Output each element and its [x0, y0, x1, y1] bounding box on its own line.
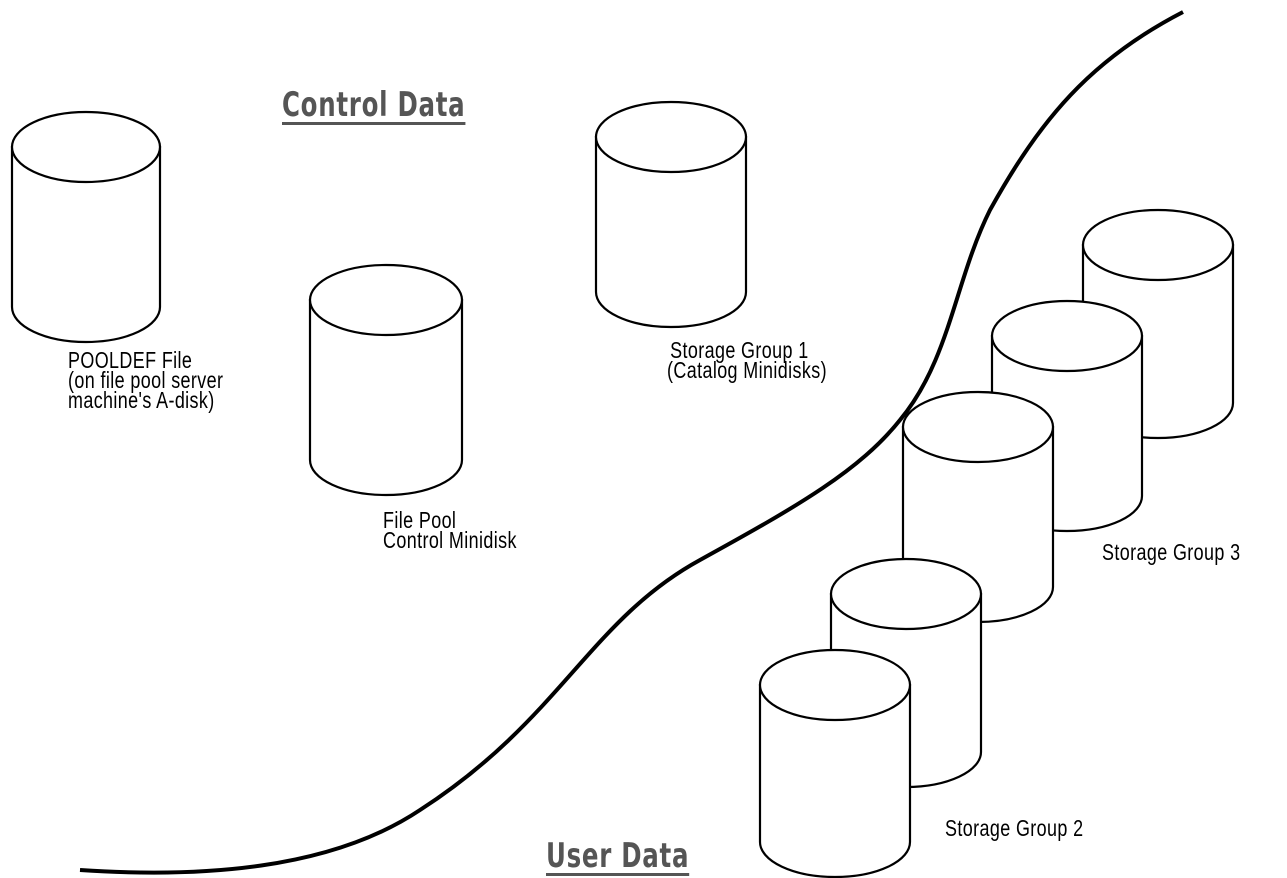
data-divider-curve — [79, 10, 1184, 875]
storage-group-1-label: Storage Group 1 (Catalog Minidisks) — [667, 337, 827, 383]
control-minidisk-label-line-1: File Pool — [383, 507, 457, 533]
storage-group-1-label-line-1: Storage Group 1 — [670, 337, 809, 363]
user-data-heading: User Data — [546, 836, 690, 876]
control-minidisk-label-line-2: Control Minidisk — [383, 527, 517, 553]
pooldef-label-line-3: machine's A-disk) — [68, 387, 215, 413]
control-minidisk-cylinder — [308, 263, 464, 497]
storage-group-2-label: Storage Group 2 — [945, 815, 1084, 841]
storage-group-1-cylinder — [594, 100, 748, 329]
pooldef-file-cylinder — [10, 110, 162, 344]
control-minidisk-label: File Pool Control Minidisk — [383, 507, 517, 553]
pooldef-file-label: POOLDEF File (on file pool server machin… — [68, 347, 224, 413]
storage-group-3-label: Storage Group 3 — [1102, 539, 1241, 565]
storage-group-1-label-line-2: (Catalog Minidisks) — [667, 357, 827, 383]
pooldef-label-line-1: POOLDEF File — [68, 347, 193, 373]
pooldef-label-line-2: (on file pool server — [68, 367, 224, 393]
storage-group-2-cylinder-front — [758, 648, 912, 878]
control-data-heading: Control Data — [282, 85, 466, 125]
